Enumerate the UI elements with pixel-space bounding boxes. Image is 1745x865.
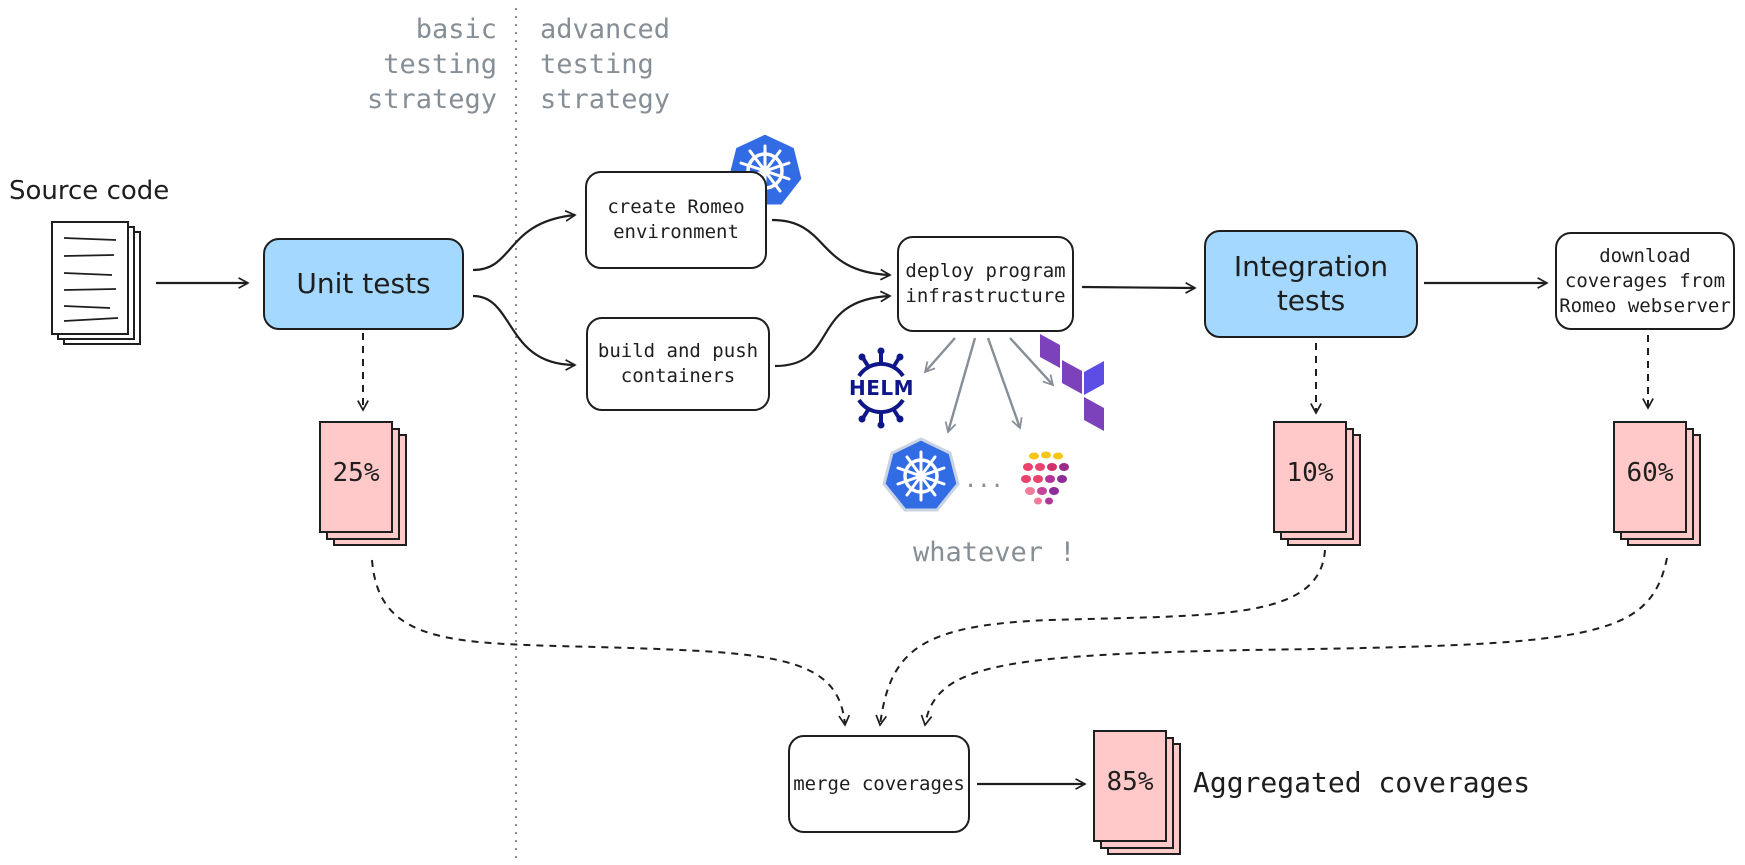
- arrow-create-to-deploy: [771, 218, 890, 275]
- coverage-doc-integration: [1273, 421, 1361, 546]
- deploy-infra-node: deploy program infrastructure: [897, 236, 1074, 332]
- aggregated-coverages-label: Aggregated coverages: [1193, 766, 1531, 799]
- download-coverages-node: download coverages from Romeo webserver: [1555, 232, 1735, 330]
- coverage-doc-aggregated: [1093, 730, 1181, 855]
- kubernetes-icon: [882, 437, 960, 512]
- helm-label: HELM: [849, 376, 915, 400]
- arrow-unit-to-create: [472, 215, 575, 272]
- build-push-node: build and push containers: [586, 317, 770, 411]
- source-code-label: Source code: [9, 176, 170, 206]
- coverage-doc-unit: [319, 421, 407, 546]
- terraform-icon: [1040, 334, 1104, 431]
- whatever-label: whatever !: [913, 537, 1076, 568]
- basic-strategy-label: basic testing strategy: [366, 14, 497, 115]
- create-env-node: create Romeo environment: [585, 171, 767, 269]
- dots-logo-icon: [1021, 451, 1069, 505]
- helm-icon: [857, 347, 905, 429]
- coverage-doc-download: [1613, 421, 1701, 546]
- ellipsis-label: ...: [964, 468, 1004, 493]
- arrow-deploy-to-kubernetes: [948, 337, 977, 432]
- arrow-deploy-to-terraform: [1009, 337, 1053, 385]
- advanced-strategy-label: advanced testing strategy: [540, 14, 671, 115]
- coverage-aggregated-value: 85%: [1106, 767, 1154, 797]
- dashed-curve-download-to-merge: [925, 557, 1668, 725]
- coverage-integration-value: 10%: [1286, 458, 1334, 488]
- document-stack-icon: [51, 221, 141, 345]
- arrow-deploy-to-integration: [1081, 287, 1195, 288]
- coverage-download-value: 60%: [1626, 458, 1674, 488]
- merge-coverages-node: merge coverages: [788, 735, 970, 833]
- dashed-curve-integration-to-merge: [880, 549, 1326, 725]
- integration-tests-node: Integration tests: [1204, 230, 1418, 338]
- arrow-deploy-to-dots: [986, 337, 1020, 428]
- arrow-unit-to-build: [472, 294, 575, 365]
- arrow-deploy-to-helm: [925, 337, 956, 372]
- arrow-build-to-deploy: [774, 296, 890, 368]
- unit-tests-node: Unit tests: [263, 238, 464, 330]
- dashed-curve-unit-to-merge: [371, 559, 845, 725]
- coverage-unit-value: 25%: [332, 458, 380, 488]
